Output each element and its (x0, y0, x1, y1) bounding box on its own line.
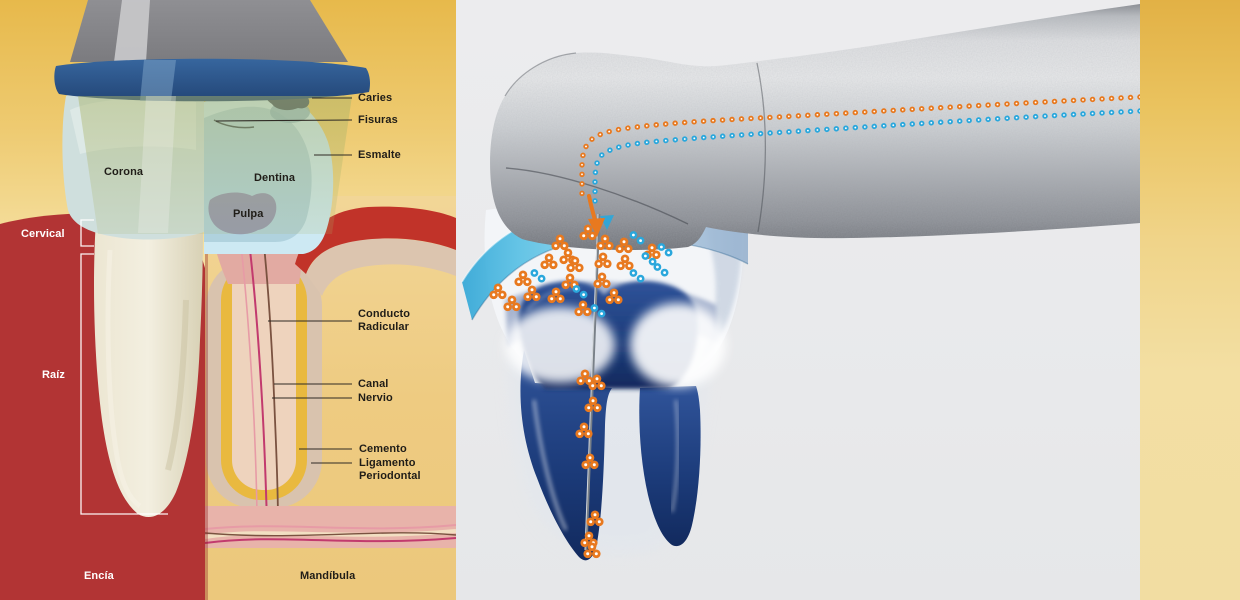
endodontic-file (584, 213, 601, 551)
callout-lines (215, 97, 353, 464)
crown-gloss-right (630, 303, 726, 387)
fisuras-label: Fisuras (358, 114, 398, 126)
pulpa-label: Pulpa (233, 208, 264, 220)
nervio-label: Nervio (358, 392, 393, 404)
handpiece-panel (456, 0, 1140, 600)
caries-label: Caries (358, 92, 393, 104)
raiz-label: Raíz (42, 369, 66, 381)
mandibular-vessel-band (204, 506, 456, 548)
abutment-stripe (114, 0, 150, 62)
metal-grain-texture (490, 4, 1140, 251)
gingiva-arc (295, 206, 456, 296)
split-line (205, 196, 208, 600)
down-arrow-icon (587, 194, 597, 222)
crown-gloss-left (505, 307, 615, 383)
implant-abutment (70, 0, 348, 62)
tooth-anatomy-panel: Caries Fisuras Esmalte Corona Dentina Pu… (0, 0, 456, 600)
mandibula-label: Mandíbula (300, 570, 356, 582)
flow-arrows (587, 194, 614, 237)
down-arrow-head (588, 218, 605, 237)
handpiece-body (490, 4, 1140, 251)
handpiece-art (461, 4, 1140, 561)
tooth-anatomy-art (0, 0, 456, 600)
band-stripe (140, 60, 176, 101)
cemento-label: Cemento (359, 443, 407, 455)
esmalte-label: Esmalte (358, 149, 401, 161)
particle-streams (579, 94, 1140, 209)
dentina-label: Dentina (254, 172, 296, 184)
overlay-stripe (138, 96, 176, 233)
gold-margin-strip (1140, 0, 1240, 600)
cervical-label: Cervical (21, 228, 65, 240)
handpiece-silhouette-overlay (78, 96, 352, 234)
orange-particle-stream-icon (579, 94, 1140, 199)
cervical-bracket (80, 219, 94, 247)
conducto-radicular-label: Conducto Radicular (358, 308, 411, 333)
handpiece-seams (504, 52, 767, 233)
root-bracket (80, 253, 168, 515)
handpiece-over-crown (54, 0, 370, 234)
measurement-brackets (80, 219, 168, 515)
ligamento-periodontal-label: Ligamento Periodontal (359, 457, 421, 482)
encia-label: Encía (84, 570, 114, 582)
corona-label: Corona (104, 166, 144, 178)
tooth-root-photo (94, 220, 203, 518)
canal-label: Canal (358, 378, 389, 390)
crown-band (54, 58, 370, 102)
